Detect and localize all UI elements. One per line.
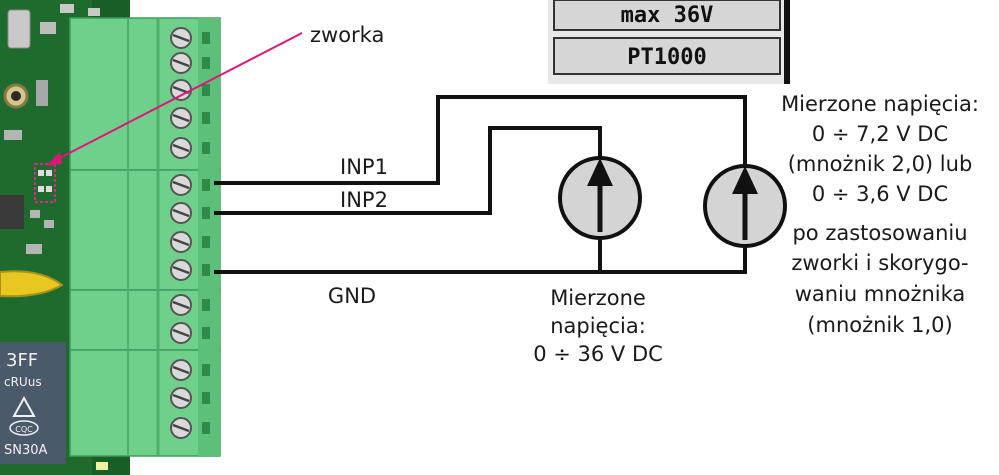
terminal-screw-slot <box>172 300 190 310</box>
terminal-strip <box>69 17 221 457</box>
pointer-arrowhead-icon <box>46 152 62 166</box>
terminal-screw-slot <box>172 265 190 275</box>
smd-part <box>88 8 100 16</box>
panel-voltage-box <box>553 0 781 31</box>
caption-line: Mierzone <box>550 286 646 310</box>
relay-cert-ul: cRUus <box>4 375 42 389</box>
relay-body <box>0 342 66 464</box>
terminal-wire-slot <box>202 32 210 44</box>
terminal-wire-slot <box>202 327 210 339</box>
pcb-chip <box>7 9 31 49</box>
terminal-screw-slot <box>172 328 190 338</box>
wiring <box>214 95 747 274</box>
terminal-screw-slot <box>172 423 190 433</box>
smd-part <box>26 244 42 254</box>
device-panel: max 36V PT1000 <box>548 0 790 84</box>
meter-right-caption: Mierzone napięcia: 0 ÷ 7,2 V DC (mnożnik… <box>781 92 979 337</box>
jumper-pad <box>38 186 44 192</box>
caption-line: waniu mnożnika <box>795 282 966 306</box>
terminal-screw-slot <box>172 58 190 68</box>
panel-sensor-label: PT1000 <box>627 45 706 70</box>
terminal-screws <box>170 27 210 439</box>
caption-line: (mnożnik 1,0) <box>807 313 952 337</box>
pcb-mounting-hole-center <box>11 91 21 101</box>
jumper-outline <box>34 163 56 203</box>
terminal-label-inp1: INP1 <box>340 155 388 179</box>
terminal-screw-slot <box>172 113 190 123</box>
terminal-wire-slot <box>202 364 210 376</box>
terminal-wire-slot <box>202 299 210 311</box>
caption-line: (mnożnik 2,0) lub <box>788 152 973 176</box>
pcb-ic <box>0 195 24 229</box>
relay-cert-cqc: CQC <box>15 425 33 434</box>
pcb-led <box>96 462 108 470</box>
terminal-screw-slot <box>172 393 190 403</box>
terminal-wire-slot <box>202 392 210 404</box>
caption-line: zworki i skorygo- <box>791 251 968 275</box>
terminal-label-gnd: GND <box>328 284 376 308</box>
jumper-pad <box>38 170 44 176</box>
smd-part <box>4 130 22 140</box>
terminal-wire-slot <box>202 179 210 191</box>
cqc-logo-icon <box>9 420 39 436</box>
wire-gnd <box>214 246 747 274</box>
terminal-screw-slot <box>172 365 190 375</box>
terminal-wire-slot <box>202 264 210 276</box>
smd-part <box>36 80 48 106</box>
wire-inp2 <box>214 126 602 215</box>
terminal-screw-slot <box>172 180 190 190</box>
terminal-wire-slot <box>202 84 210 96</box>
panel-border <box>784 0 790 84</box>
terminal-wire-slot <box>202 142 210 154</box>
terminal-block <box>69 289 221 351</box>
terminal-block <box>69 169 221 291</box>
panel-sensor-box <box>553 37 781 75</box>
meter-arrow-head <box>587 158 613 186</box>
panel-voltage-label: max 36V <box>621 3 714 28</box>
terminal-wire-slot <box>202 422 210 434</box>
terminal-screw-slot <box>172 237 190 247</box>
warning-triangle-icon <box>12 395 36 417</box>
pointer-line <box>51 32 303 163</box>
terminal-block <box>69 17 221 171</box>
terminal-screw-slot <box>172 208 190 218</box>
jumper-pad <box>46 170 52 176</box>
pcb-capacitor <box>0 270 64 298</box>
voltmeter-left <box>558 156 642 240</box>
smd-part <box>44 220 54 228</box>
jumper-pointer: zworka <box>46 23 384 166</box>
terminal-screw-slot <box>172 143 190 153</box>
terminal-block <box>69 349 221 457</box>
caption-line: 0 ÷ 7,2 V DC <box>812 122 948 146</box>
jumper-pads <box>34 163 56 203</box>
relay: 3FF cRUus CQC SN30A <box>0 342 66 464</box>
terminal-label-inp2: INP2 <box>340 188 388 212</box>
terminal-wire-slot <box>202 236 210 248</box>
caption-line: Mierzone napięcia: <box>781 92 979 116</box>
caption-line: 0 ÷ 3,6 V DC <box>812 182 948 206</box>
meter-arrow-head <box>732 166 758 194</box>
terminal-wire-slot <box>202 57 210 69</box>
relay-part-number: SN30A <box>4 443 48 458</box>
wire-inp1 <box>214 95 747 185</box>
jumper-pad <box>46 186 52 192</box>
jumper-label: zworka <box>310 23 384 47</box>
smd-part <box>60 4 74 13</box>
caption-line: napięcia: <box>550 314 646 338</box>
terminal-wire-slot <box>202 207 210 219</box>
caption-line: 0 ÷ 36 V DC <box>533 342 663 366</box>
smd-part <box>40 22 56 34</box>
relay-model: 3FF <box>6 350 38 371</box>
smd-part <box>30 210 40 218</box>
terminal-wire-slot <box>202 112 210 124</box>
caption-line: po zastosowaniu <box>792 221 967 245</box>
terminal-screw-slot <box>172 33 190 43</box>
voltmeter-right <box>703 164 787 248</box>
meter-left-caption: Mierzone napięcia: 0 ÷ 36 V DC <box>533 286 663 366</box>
